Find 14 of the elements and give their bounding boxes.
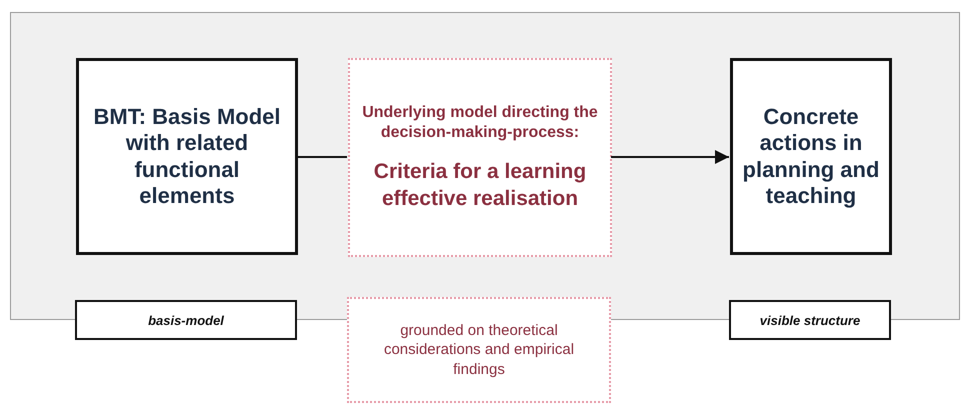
box-text: Concrete actions in planning and teaching — [742, 104, 880, 210]
criteria-box — [348, 58, 612, 257]
box-text: visible structure — [760, 312, 860, 328]
box-heading: Underlying model directing the decision-making-process: — [361, 103, 599, 144]
box-text: Criteria for a learning effective realisation — [372, 159, 588, 212]
arrow — [611, 150, 729, 164]
label-box — [729, 300, 891, 340]
note-box — [347, 297, 611, 403]
box-text: basis-model — [148, 312, 224, 328]
process-box — [76, 58, 298, 255]
process-box — [730, 58, 892, 255]
box-text: grounded on theoretical considerations and empirical findings — [382, 320, 576, 380]
box-text: BMT: Basis Model with related functional elements — [92, 104, 282, 210]
label-box — [75, 300, 297, 340]
